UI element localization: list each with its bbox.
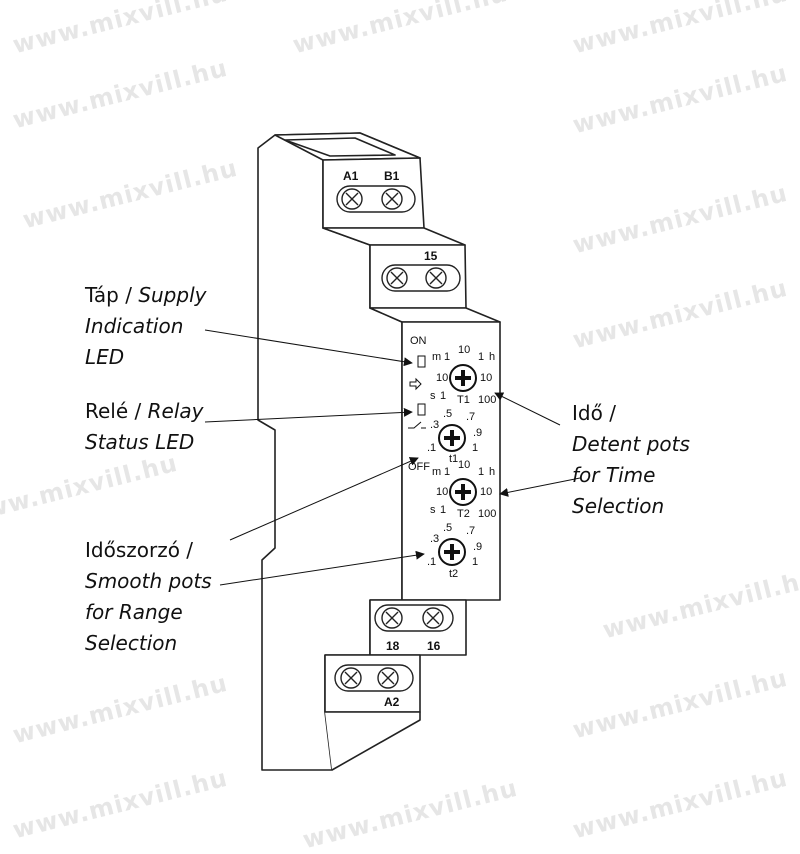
svg-text:1: 1 xyxy=(478,466,484,478)
svg-text:.9: .9 xyxy=(473,541,482,553)
svg-text:s: s xyxy=(430,390,436,402)
svg-text:10: 10 xyxy=(436,372,448,384)
pot-t2[interactable]: T2 m h s 1 10 1 10 10 1 100 xyxy=(430,459,496,520)
svg-text:.3: .3 xyxy=(430,533,439,545)
arrow-relay-led xyxy=(204,407,413,423)
pot-t2-smooth[interactable]: t2 .1 .3 .5 .7 .9 1 xyxy=(427,522,482,580)
svg-text:.1: .1 xyxy=(427,442,436,454)
svg-text:.3: .3 xyxy=(430,419,439,431)
svg-text:1: 1 xyxy=(472,556,478,568)
svg-text:1: 1 xyxy=(472,442,478,454)
svg-text:100: 100 xyxy=(478,394,496,406)
svg-text:10: 10 xyxy=(436,486,448,498)
svg-text:T2: T2 xyxy=(457,508,470,520)
svg-text:1: 1 xyxy=(444,466,450,478)
terminal-15: 15 xyxy=(424,249,438,263)
svg-text:10: 10 xyxy=(480,372,492,384)
range-pots-label: Időszorzó / Smooth pots for Range Select… xyxy=(85,538,212,655)
svg-text:1: 1 xyxy=(440,504,446,516)
terminal-screws xyxy=(334,185,461,692)
svg-text:.1: .1 xyxy=(427,556,436,568)
front-panel xyxy=(401,321,501,601)
callout-arrows xyxy=(204,329,581,586)
svg-text:.5: .5 xyxy=(443,522,452,534)
svg-text:100: 100 xyxy=(478,508,496,520)
terminal-a1: A1 xyxy=(343,169,359,183)
supply-led xyxy=(417,355,426,368)
terminal-a2: A2 xyxy=(384,695,400,709)
svg-text:1: 1 xyxy=(444,351,450,363)
supply-icon xyxy=(409,377,422,391)
arrow-supply-led xyxy=(204,329,413,367)
terminal-16: 16 xyxy=(427,639,441,653)
svg-text:.7: .7 xyxy=(466,411,475,423)
pot-t1[interactable]: T1 m h s 1 10 1 10 10 1 100 xyxy=(430,344,496,406)
off-label: OFF xyxy=(408,461,430,473)
arrow-range-t2 xyxy=(219,550,425,586)
svg-text:10: 10 xyxy=(458,344,470,356)
arrow-time-t1 xyxy=(494,392,561,426)
svg-text:h: h xyxy=(489,466,495,478)
svg-text:T1: T1 xyxy=(457,394,470,406)
relay-contact-icon xyxy=(408,421,426,429)
svg-text:.9: .9 xyxy=(473,427,482,439)
svg-text:10: 10 xyxy=(458,459,470,471)
svg-text:.7: .7 xyxy=(466,525,475,537)
relay-led-label: Relé / Relay Status LED xyxy=(85,399,204,454)
svg-text:1: 1 xyxy=(478,351,484,363)
svg-text:.5: .5 xyxy=(443,408,452,420)
terminal-18: 18 xyxy=(386,639,400,653)
svg-text:s: s xyxy=(430,504,436,516)
svg-text:10: 10 xyxy=(480,486,492,498)
arrow-range-t1 xyxy=(229,457,419,541)
svg-text:t2: t2 xyxy=(449,568,458,580)
relay-led xyxy=(417,403,426,416)
arrow-time-t2 xyxy=(499,477,581,497)
pot-t1-smooth[interactable]: t1 .1 .3 .5 .7 .9 1 xyxy=(427,408,482,465)
svg-text:h: h xyxy=(489,351,495,363)
terminal-b1: B1 xyxy=(384,169,400,183)
svg-text:1: 1 xyxy=(440,390,446,402)
time-pots-label: Idő / Detent pots for Time Selection xyxy=(572,401,690,518)
supply-led-label: Táp / Supply Indication LED xyxy=(85,283,207,369)
svg-text:m: m xyxy=(432,351,441,363)
svg-text:t1: t1 xyxy=(449,453,458,465)
svg-text:m: m xyxy=(432,466,441,478)
on-label: ON xyxy=(410,335,427,347)
